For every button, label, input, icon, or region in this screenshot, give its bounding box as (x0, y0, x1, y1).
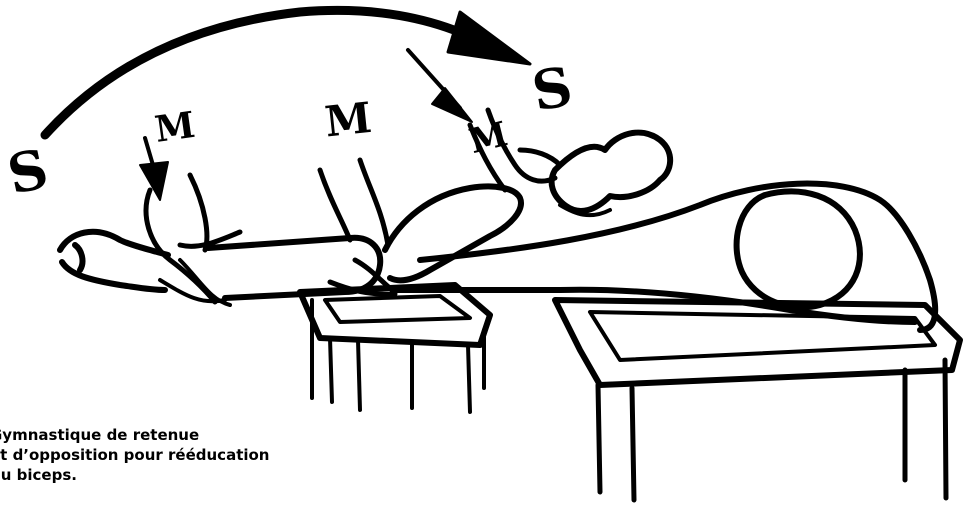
head (552, 133, 671, 211)
label-m-center: M (323, 93, 374, 147)
label-m-right: M (465, 114, 511, 162)
arc-arrow-head (448, 12, 530, 64)
caption-line: et d’opposition pour rééducation (0, 445, 270, 465)
table-inner (590, 312, 935, 360)
label-s-left: S (2, 136, 53, 207)
small-bench-inner (325, 296, 470, 322)
center-hand (320, 160, 395, 294)
arc-arrow-line (45, 10, 505, 135)
left-arrow-head (140, 162, 168, 200)
caption-line: du biceps. (0, 465, 270, 485)
upper-arrow-head (432, 88, 472, 122)
hip-outline (737, 191, 860, 307)
upper-arm (385, 186, 521, 280)
figure-caption: Gymnastique de retenue et d’opposition p… (0, 425, 270, 485)
caption-line: Gymnastique de retenue (0, 425, 270, 445)
label-s-right: S (527, 54, 577, 124)
label-m-left: M (152, 104, 197, 151)
